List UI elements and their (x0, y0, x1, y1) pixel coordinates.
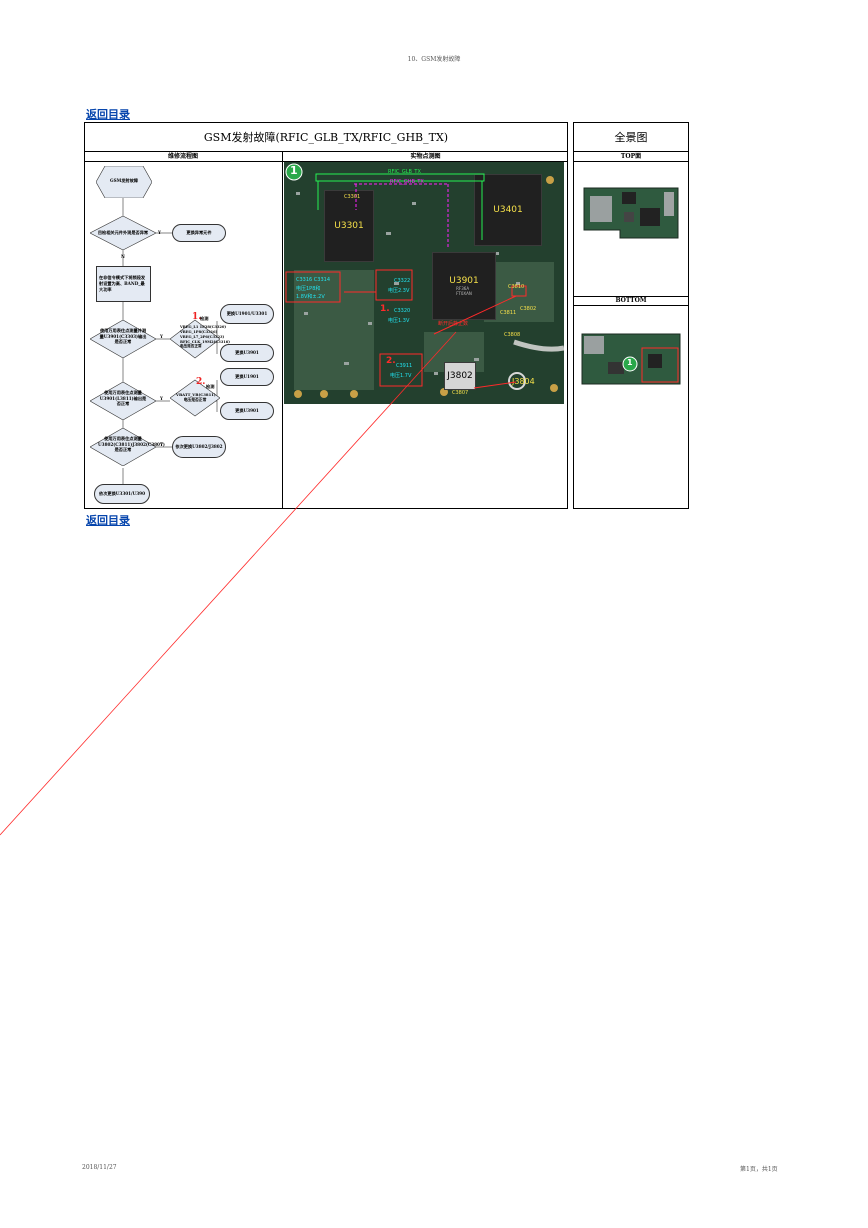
flow-check-2-title: 检测 (206, 384, 215, 389)
flow-action-replace-u3901-a-label: 更换U3901 (235, 350, 259, 356)
column-divider (282, 162, 283, 509)
footer-date: 2018/11/27 (82, 1164, 117, 1171)
flow-yes-3: Y (160, 396, 163, 401)
flow-no-1: N (121, 254, 125, 259)
stray-red-line (0, 331, 457, 836)
photo-header-cell: 实物点测图 (283, 152, 568, 162)
flow-end-label: 依次更换U3301/U390 (99, 491, 145, 497)
label-c3320-voltage: 电压1.3V (388, 318, 410, 324)
flow-start-label: GSM发射故障 (110, 178, 138, 183)
flow-yes-4: Y (160, 442, 163, 447)
flow-decision-3: 使用万用表住点测量U3901(L3811)输出是否正常 (90, 382, 156, 420)
label-c3811: C3811 (500, 310, 517, 316)
label-note: 断开后静止数 (438, 321, 469, 327)
label-c3802: C3802 (520, 306, 537, 312)
back-to-contents-link-bottom[interactable]: 返回目录 (86, 514, 130, 527)
chip-u3301: U3301 (324, 190, 374, 262)
flow-end-node: 依次更换U3301/U390 (94, 484, 150, 504)
flow-step-setup-label: 在非信令模式下将频段发射设置为高、BAND_最大功率 (99, 275, 146, 292)
flow-action-replace-u1901: 更换U1901 (220, 368, 274, 386)
flow-decision-1: 目检相关元件外观是否异常 (90, 216, 156, 250)
flow-check-1-values: VREG_L1 1P28(C3320) VREG_1P8(C3316) VREG… (180, 325, 230, 349)
connector-j3802: J3802 (444, 362, 476, 390)
connector-j3804-label: J3804 (512, 377, 535, 386)
board-bottom-image (581, 333, 681, 385)
photo-header: 实物点测图 (410, 153, 441, 160)
label-c3808: C3808 (504, 332, 521, 338)
label-c3322: C3322 (394, 278, 411, 284)
overview-title: 全景图 (614, 130, 648, 144)
label-c3911-voltage: 电压1.7V (390, 373, 412, 379)
main-title-cell: GSM发射故障(RFIC_GLB_TX/RFIC_GHB_TX) (84, 122, 568, 152)
flow-yes-1: Y (158, 230, 161, 235)
label-c3301: C3301 (344, 194, 361, 200)
label-c3911: C3911 (396, 363, 413, 369)
overview-table (573, 122, 689, 509)
tag-rfic-ghb-tx: RFIC_GHB_TX (390, 179, 424, 185)
flow-decision-1-label: 目检相关元件外观是否异常 (97, 230, 149, 235)
flow-action-replace-u3901-b-label: 更换U3901 (235, 408, 259, 414)
flow-check-1-mark: 1. (192, 312, 202, 322)
flow-action-replace-u3802-j3802: 依次更换U3802/J3802 (172, 436, 226, 458)
chip-u3301-label: U3301 (334, 221, 364, 231)
flow-action-replace-u3802-j3802-label: 依次更换U3802/J3802 (175, 444, 223, 450)
label-group-voltage-1: 电压1P8和 (296, 286, 321, 292)
page-header: 10、GSM发射故障 (407, 56, 461, 63)
flow-check-2-values: VBATT_VB(C3811) 电压是否正常 (176, 392, 216, 403)
pcb-photo: U3301 U3401 U3901 RF36A FT0XAN J3802 J38… (284, 162, 564, 404)
connector-j3802-label: J3802 (447, 371, 473, 381)
label-c3810: C3810 (508, 284, 525, 290)
flow-check-2-mark: 2. (196, 377, 206, 387)
flow-action-replace-part-label: 更换异常元件 (186, 230, 212, 236)
label-c3320: C3320 (394, 308, 411, 314)
flow-action-replace-u1901-label: 更换U1901 (235, 374, 259, 380)
overview-title-cell: 全景图 (573, 122, 689, 152)
flow-action-replace-u3901-b: 更换U3901 (220, 402, 274, 420)
top-label-cell: TOP面 (573, 152, 689, 162)
footer-page: 第1页，共1页 (740, 1166, 778, 1173)
chip-u3401-label: U3401 (493, 205, 523, 215)
flow-decision-4: 使用万用表住点测量U3802(C3811)J3802(C3807)是否正常 (90, 428, 165, 466)
connector-j3804 (508, 372, 526, 390)
tag-rfic-glb-tx: RFIC_GLB_TX (388, 169, 421, 175)
flow-header-cell: 维修流程图 (84, 152, 283, 162)
back-to-contents-link-top[interactable]: 返回目录 (86, 108, 130, 121)
flow-action-replace-part: 更换异常元件 (172, 224, 226, 242)
flow-decision-4-label: 使用万用表住点测量U3802(C3811)J3802(C3807)是否正常 (98, 436, 165, 453)
flow-yes-2: Y (160, 334, 163, 339)
mark-1: 1. (380, 304, 390, 314)
flow-check-1: 1. 检测 VREG_L1 1P28(C3320) VREG_1P8(C3316… (170, 312, 230, 366)
board-top-image (583, 187, 679, 239)
chip-u3401: U3401 (474, 174, 542, 246)
chip-u3901-stamp: RF36A FT0XAN (456, 286, 472, 296)
main-table (84, 122, 568, 509)
label-group-caps: C3316 C3314 (296, 277, 331, 283)
chip-u3901-label: U3901 (449, 276, 479, 286)
label-c3807: C3807 (452, 390, 469, 396)
flow-step-setup: 在非信令模式下将频段发射设置为高、BAND_最大功率 (96, 266, 151, 302)
flow-action-replace-u3901-a: 更换U3901 (220, 344, 274, 362)
bottom-label: BOTTOM (615, 297, 647, 304)
flow-action-replace-u1901-u3301: 更换U1901/U3301 (220, 304, 274, 324)
flow-start-node: GSM发射故障 (96, 166, 152, 198)
mark-2: 2. (386, 356, 396, 366)
flow-decision-2: 使用万用表住点测量并测量U3901(C3303)输出是否正常 (90, 320, 156, 358)
flow-decision-3-label: 使用万用表住点测量U3901(L3811)输出是否正常 (99, 390, 147, 407)
chip-u3901: U3901 RF36A FT0XAN (432, 252, 496, 320)
main-title: GSM发射故障(RFIC_GLB_TX/RFIC_GHB_TX) (203, 130, 449, 144)
annotation-traces (285, 163, 527, 389)
label-c3322-voltage: 电压2.3V (388, 288, 410, 294)
board-bottom-badge: 1 (627, 358, 633, 367)
flow-check-1-title: 检测 (200, 316, 209, 321)
label-group-voltage-2: 1.8V和±.2V (296, 294, 325, 300)
top-label: TOP面 (620, 153, 642, 160)
bottom-label-cell: BOTTOM (573, 296, 689, 306)
flow-decision-2-label: 使用万用表住点测量并测量U3901(C3303)输出是否正常 (99, 328, 147, 345)
photo-badge: 1 (290, 164, 298, 177)
flow-check-2: 2. 检测 VBATT_VB(C3811) 电压是否正常 (170, 374, 220, 422)
flow-action-replace-u1901-u3301-label: 更换U1901/U3301 (226, 311, 268, 317)
flow-header: 维修流程图 (167, 153, 198, 160)
